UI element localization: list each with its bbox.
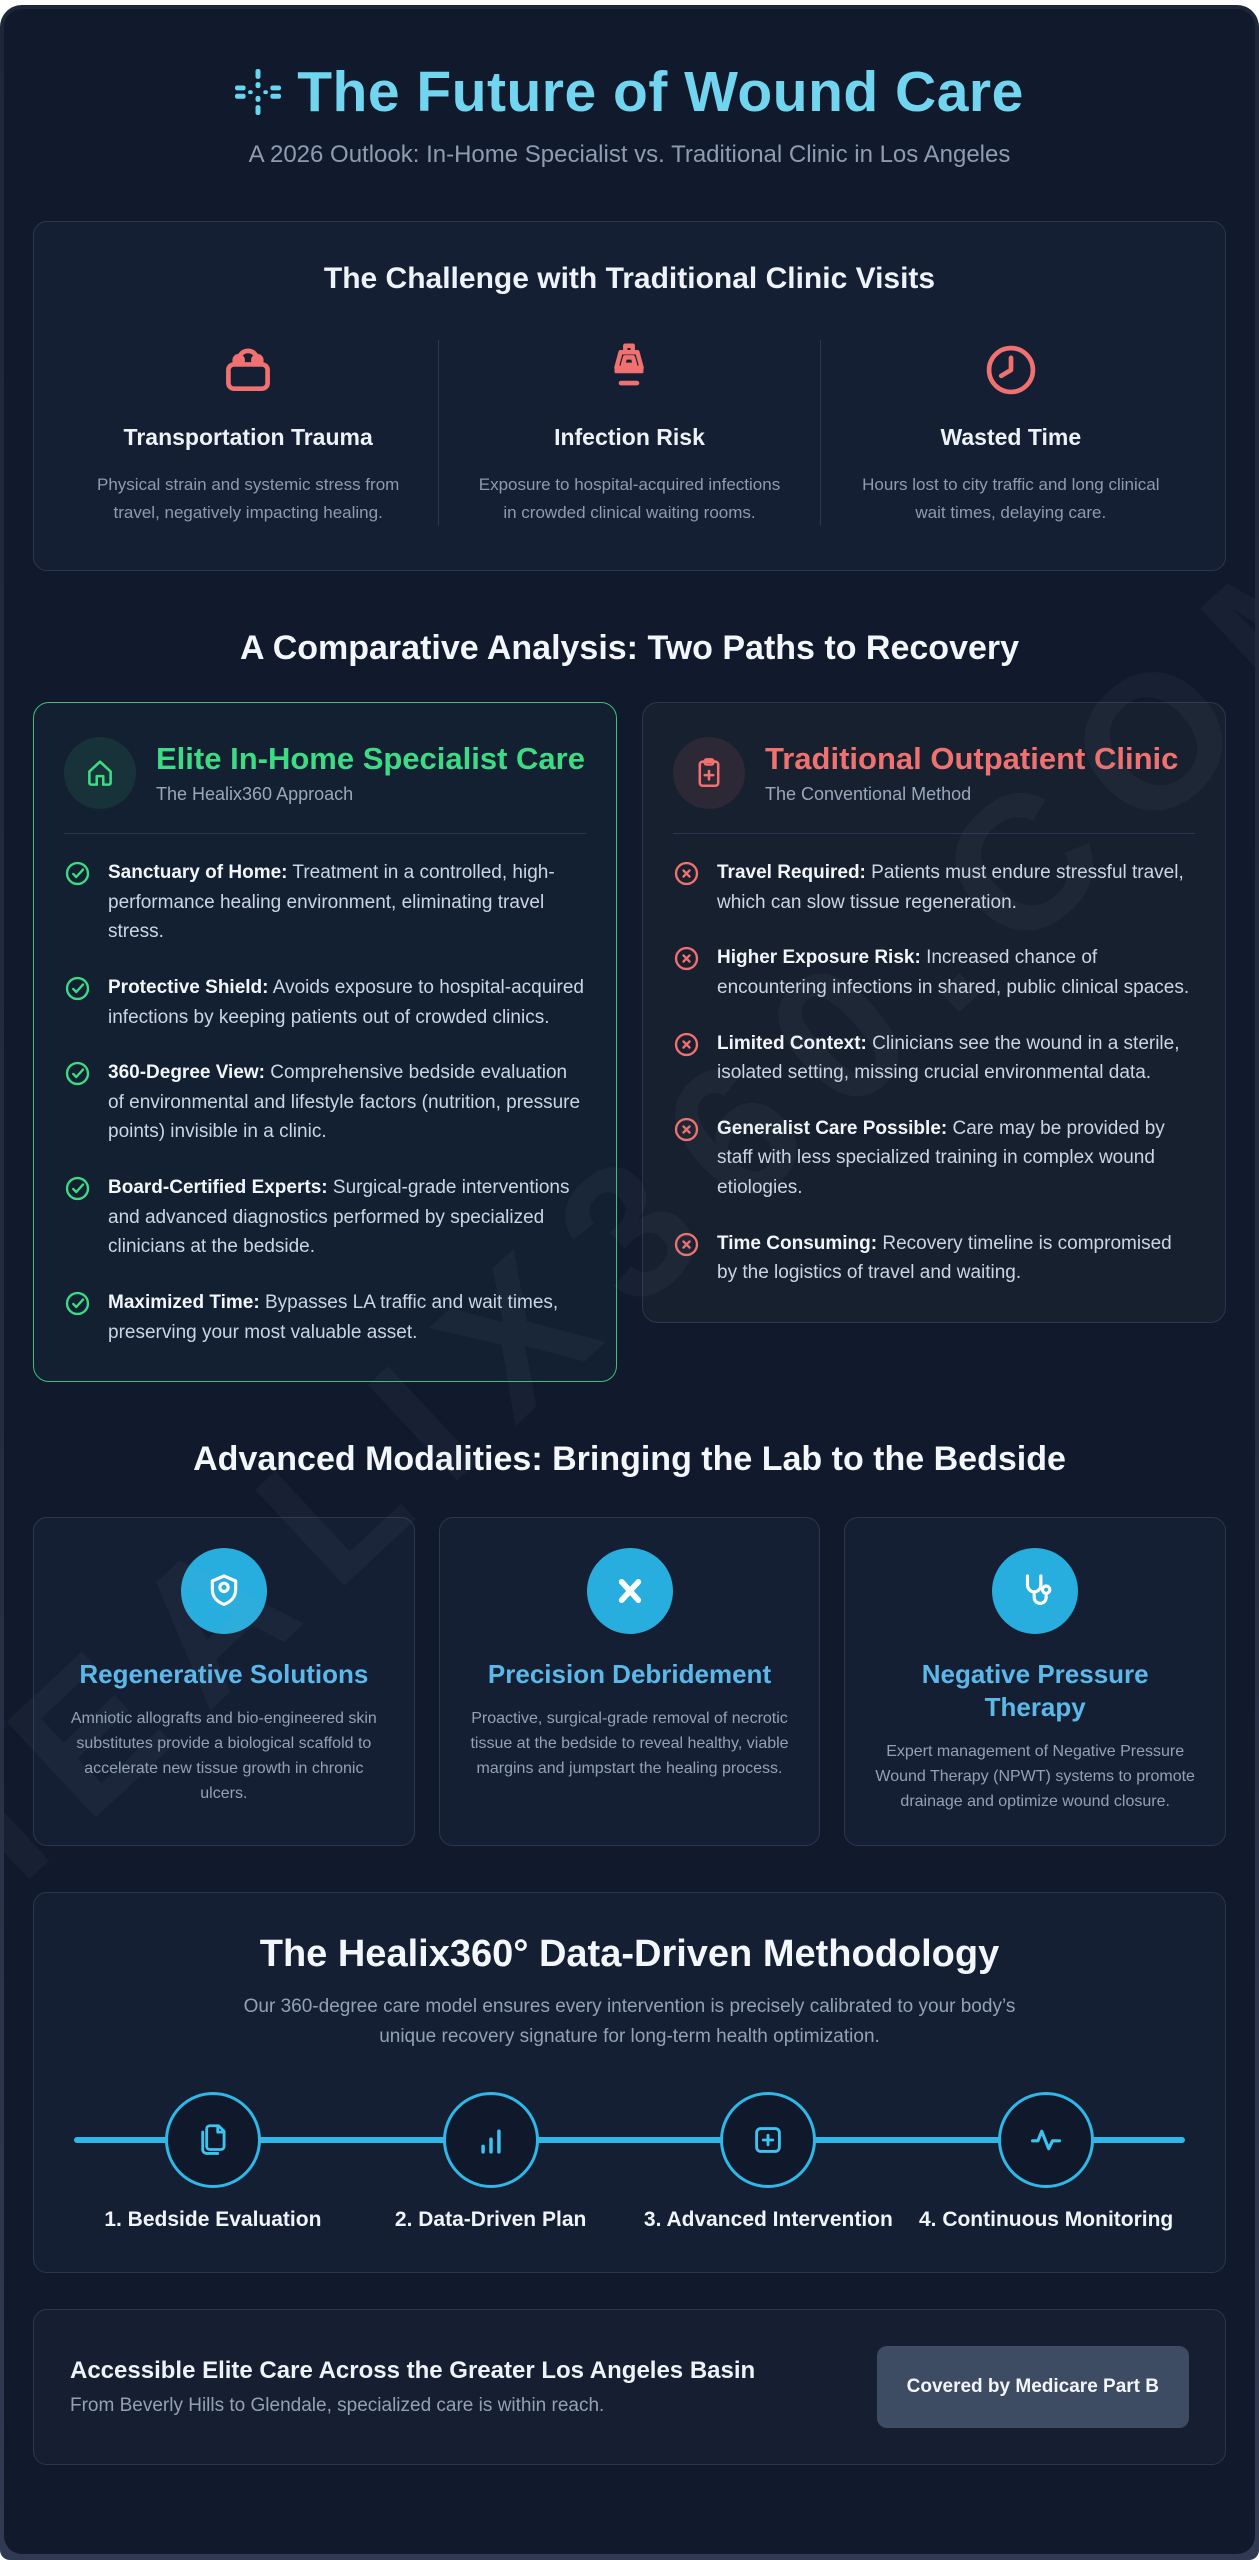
x-circle-icon: [673, 1229, 700, 1288]
challenge-item-infection: Infection Risk Exposure to hospital-acqu…: [438, 340, 819, 527]
step-label: 4. Continuous Monitoring: [918, 2208, 1174, 2232]
footer-title: Accessible Elite Care Across the Greater…: [70, 2357, 756, 2385]
clinic-card-title: Traditional Outpatient Clinic: [765, 741, 1179, 777]
methodology-panel: The Healix360° Data-Driven Methodology O…: [33, 1892, 1226, 2274]
drawback-item: Generalist Care Possible: Care may be pr…: [673, 1114, 1195, 1203]
infection-icon: [477, 340, 781, 398]
modality-text: Expert management of Negative Pressure W…: [875, 1743, 1195, 1811]
challenge-item-text: Hours lost to city traffic and long clin…: [862, 475, 1160, 522]
page-title: The Future of Wound Care: [297, 60, 1024, 124]
challenge-item-title: Infection Risk: [554, 424, 705, 450]
clipboard-plus-icon: [673, 737, 745, 810]
footer-subtitle: From Beverly Hills to Glendale, speciali…: [70, 2395, 605, 2417]
drawback-item: Higher Exposure Risk: Increased chance o…: [673, 943, 1195, 1002]
modality-text: Amniotic allografts and bio-engineered s…: [70, 1710, 377, 1803]
plus-square-icon: [720, 2092, 817, 2189]
methodology-heading: The Healix360° Data-Driven Methodology: [259, 1933, 1000, 1976]
x-circle-icon: [673, 858, 700, 917]
divider: [64, 833, 586, 835]
divider: [673, 833, 1195, 835]
modality-text: Proactive, surgical-grade removal of nec…: [470, 1710, 789, 1778]
check-circle-icon: [64, 1288, 91, 1347]
modality-title: Negative Pressure Therapy: [921, 1659, 1149, 1723]
check-circle-icon: [64, 858, 91, 947]
healix-logo-icon: [235, 69, 282, 115]
x-circle-icon: [673, 1029, 700, 1088]
npwt-pump-icon: [992, 1548, 1079, 1635]
challenge-item-time: Wasted Time Hours lost to city traffic a…: [819, 340, 1201, 527]
bar-chart-icon: [442, 2092, 539, 2189]
challenge-item-title: Transportation Trauma: [123, 424, 373, 450]
step-data-driven-plan: 2. Data-Driven Plan: [352, 2092, 630, 2232]
in-home-card-subtitle: The Healix360 Approach: [156, 783, 354, 804]
hero-header: The Future of Wound Care A 2026 Outlook:…: [33, 59, 1226, 169]
modality-card-debridement: Precision Debridement Proactive, surgica…: [438, 1517, 821, 1847]
travel-bag-icon: [96, 340, 400, 398]
step-label: 3. Advanced Intervention: [643, 2208, 893, 2232]
scalpel-cross-icon: [586, 1548, 673, 1635]
methodology-timeline: 1. Bedside Evaluation 2. Data-Driven Pla…: [74, 2092, 1185, 2232]
page-subtitle: A 2026 Outlook: In-Home Specialist vs. T…: [248, 141, 1011, 168]
pulse-icon: [998, 2092, 1095, 2189]
drawback-item: Limited Context: Clinicians see the woun…: [673, 1029, 1195, 1088]
footer-text-block: Accessible Elite Care Across the Greater…: [70, 2357, 755, 2417]
step-advanced-intervention: 3. Advanced Intervention: [630, 2092, 908, 2232]
challenge-panel: The Challenge with Traditional Clinic Vi…: [33, 221, 1226, 572]
comparison-heading: A Comparative Analysis: Two Paths to Rec…: [239, 629, 1020, 668]
infographic-page: The Future of Wound Care A 2026 Outlook:…: [4, 9, 1255, 2554]
medicare-badge[interactable]: Covered by Medicare Part B: [876, 2346, 1189, 2429]
step-bedside-evaluation: 1. Bedside Evaluation: [74, 2092, 352, 2232]
x-circle-icon: [673, 1114, 700, 1203]
challenge-item-transportation: Transportation Trauma Physical strain an…: [58, 340, 438, 526]
modality-card-regenerative: Regenerative Solutions Amniotic allograf…: [33, 1517, 415, 1847]
x-circle-icon: [673, 943, 700, 1002]
check-circle-icon: [64, 1173, 91, 1262]
challenge-item-text: Physical strain and systemic stress from…: [97, 475, 400, 522]
benefit-item: Maximized Time: Bypasses LA traffic and …: [64, 1288, 586, 1347]
benefit-item: 360-Degree View: Comprehensive bedside e…: [64, 1058, 586, 1147]
shield-icon: [180, 1548, 267, 1635]
step-label: 1. Bedside Evaluation: [104, 2208, 322, 2232]
check-circle-icon: [64, 1058, 91, 1147]
modality-title: Precision Debridement: [487, 1659, 772, 1690]
clinic-care-card: Traditional Outpatient Clinic The Conven…: [642, 702, 1226, 1323]
check-circle-icon: [64, 973, 91, 1032]
in-home-care-card: Elite In-Home Specialist Care The Healix…: [33, 702, 617, 1383]
methodology-subtitle: Our 360-degree care model ensures every …: [243, 1996, 1016, 2048]
challenge-heading: The Challenge with Traditional Clinic Vi…: [323, 262, 936, 295]
drawback-item: Time Consuming: Recovery timeline is com…: [673, 1229, 1195, 1288]
challenge-item-text: Exposure to hospital-acquired infections…: [478, 475, 781, 522]
in-home-card-title: Elite In-Home Specialist Care: [156, 741, 585, 777]
clinic-card-subtitle: The Conventional Method: [765, 783, 972, 804]
drawback-item: Travel Required: Patients must endure st…: [673, 858, 1195, 917]
clock-icon: [859, 340, 1163, 398]
step-continuous-monitoring: 4. Continuous Monitoring: [907, 2092, 1185, 2232]
modality-title: Regenerative Solutions: [79, 1659, 369, 1690]
benefit-item: Protective Shield: Avoids exposure to ho…: [64, 973, 586, 1032]
footer-panel: Accessible Elite Care Across the Greater…: [33, 2309, 1226, 2466]
documents-icon: [164, 2092, 261, 2189]
home-icon: [64, 737, 136, 810]
benefit-item: Sanctuary of Home: Treatment in a contro…: [64, 858, 586, 947]
challenge-item-title: Wasted Time: [940, 424, 1082, 450]
modalities-heading: Advanced Modalities: Bringing the Lab to…: [193, 1440, 1066, 1479]
benefit-item: Board-Certified Experts: Surgical-grade …: [64, 1173, 586, 1262]
step-label: 2. Data-Driven Plan: [394, 2208, 587, 2232]
timeline-connector: [74, 2137, 1185, 2144]
modality-card-npwt: Negative Pressure Therapy Expert managem…: [844, 1517, 1227, 1847]
